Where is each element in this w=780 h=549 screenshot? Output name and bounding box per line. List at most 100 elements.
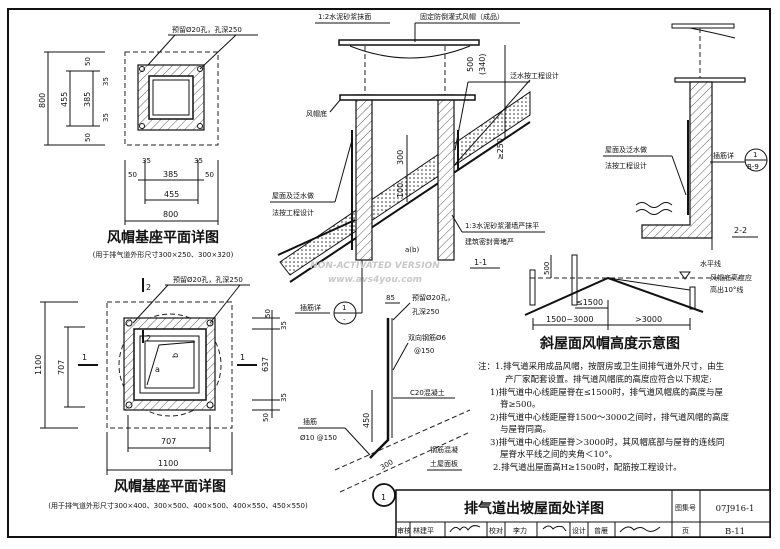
- drawing-label: B-9: [747, 163, 759, 171]
- drawing-label: 插筋详: [713, 151, 734, 160]
- drawing-label: 插筋详: [300, 303, 321, 312]
- drawing-label: 审核: [397, 526, 411, 535]
- label-vent-cap: 固定防倒灌式风帽（成品）: [420, 12, 504, 21]
- note-line: 屋脊水平线之间的夹角＜10°。: [500, 449, 617, 460]
- drawing-label: 1100: [158, 459, 178, 468]
- note-line: 与屋脊同高。: [500, 424, 551, 435]
- note-line: 注：1.排气道采用成品风帽，按厨房或卫生间排气道外尺寸，由生: [478, 361, 725, 372]
- watermark-url: www.avs4you.com: [328, 275, 422, 285]
- plan-large-title: 风帽基座平面详图: [114, 478, 226, 495]
- drawing-label: 设计: [572, 526, 586, 535]
- note-line: 2.排气道出屋面高H≥1500时，配筋按工程设计。: [493, 462, 682, 473]
- section-1-1: 1:2水泥砂浆抹面 固定防倒灌式风帽（成品） 风帽底 泛水按工程设计 屋面及泛水…: [270, 12, 559, 325]
- drawing-label: 1500~3000: [546, 315, 593, 324]
- plan-small-subtitle: (用于排气道外形尺寸300×250、300×320): [93, 250, 234, 259]
- page-number: B-11: [725, 527, 745, 537]
- dim-800: 800: [38, 93, 47, 108]
- roof-diagram-title: 斜屋面风帽高度示意图: [539, 335, 680, 352]
- atlas-number: 07J916-1: [716, 504, 755, 514]
- drawing-label: 35: [194, 157, 203, 165]
- plan-outline-dashed: [124, 51, 219, 146]
- hole-note: 预留Ø20孔，孔深250: [172, 25, 242, 34]
- plan-outline-dashed: [106, 301, 233, 429]
- drawing-label: 500: [543, 262, 551, 275]
- drawing-label: 双向钢筋Ø6: [408, 333, 447, 342]
- drawing-label: 50: [128, 171, 137, 179]
- drawing-label: (340): [478, 53, 487, 75]
- drawing-label: 水平线: [700, 259, 721, 268]
- roof-height-diagram: 500 水平线 风帽底高度应 高出10°线 ≤1500 1500~3000 >3…: [524, 254, 752, 352]
- drawing-label: 35: [280, 321, 288, 330]
- detail-1: 85 预留Ø20孔， 孔深250 双向钢筋Ø6 @150 C20混凝土 插筋 Ø…: [298, 293, 471, 507]
- drawing-label: 1:3水泥砂浆灌墙严抹平: [465, 221, 539, 230]
- dim-455: 455: [60, 92, 69, 107]
- drawing-label: 孔深250: [412, 307, 439, 316]
- section-title-2-2: 2-2: [734, 226, 747, 235]
- drawing-label: 屋面及泛水做: [272, 191, 314, 200]
- drawing-label: 校对: [489, 526, 503, 535]
- note-line: 2)排气道中心线距屋脊1500～3000之间时，排气道风帽的高度: [490, 412, 729, 423]
- drawing-label: 300: [379, 458, 395, 472]
- reviewer-signature: [449, 525, 481, 533]
- dim-35: 35: [102, 77, 110, 86]
- drawing-label: 风帽底高度应: [710, 273, 752, 282]
- drawing-label: 455: [164, 190, 179, 199]
- dim-50: 50: [84, 57, 92, 66]
- drawing-label: @150: [414, 347, 434, 355]
- section-title-1-1: 1-1: [474, 258, 487, 267]
- drawing-label: 李力: [513, 526, 527, 535]
- drawing-label: Ø10 @150: [300, 434, 337, 442]
- sheet-frame: [7, 8, 771, 538]
- drawing-label: 屋面及泛水做: [605, 145, 647, 154]
- detail-marker-circle: [372, 483, 396, 507]
- watermark: NON-ACTIVATED VERSION: [310, 261, 440, 271]
- drawing-label: 385: [163, 170, 178, 179]
- section-mark-1: 1: [82, 353, 87, 362]
- designer-signature: [619, 526, 661, 533]
- drawing-label: C20混凝土: [410, 388, 445, 397]
- drawing-label: 法按工程设计: [605, 161, 647, 170]
- drawing-label: 1: [753, 151, 757, 159]
- drawing-label: 100: [396, 183, 405, 198]
- drawing-label: 35: [280, 393, 288, 402]
- drawing-label: 高出10°线: [710, 285, 743, 294]
- detail-marker: 1: [381, 493, 386, 502]
- sheet-title: 排气道出坡屋面处详图: [464, 500, 604, 517]
- drawing-label: 林建平: [413, 526, 434, 535]
- drawing-label: 2: [146, 283, 151, 292]
- drawing-label: 泛水按工程设计: [510, 71, 559, 80]
- drawing-label: 曾雁: [594, 526, 608, 535]
- plan-large-subtitle: (用于排气道外形尺寸300×400、300×500、400×500、400×55…: [48, 501, 308, 510]
- ab-label: a(b): [405, 246, 419, 254]
- drawing-label: 637: [261, 357, 270, 372]
- drawing-label: 2: [146, 334, 151, 343]
- notes: 注：1.排气道采用成品风帽，按厨房或卫生间排气道外尺寸，由生 产厂家配套设置。排…: [478, 361, 729, 473]
- drawing-label: 风帽底: [306, 109, 327, 118]
- drawing-label: 1100: [34, 355, 43, 375]
- note-line: 3)排气道中心线距屋脊＞3000时，其风帽底部与屋脊的连线同: [490, 437, 724, 448]
- drawing-label: 建筑密封膏堵严: [465, 237, 514, 246]
- drawing-label: -: [343, 316, 346, 324]
- plan-small-title: 风帽基座平面详图: [107, 229, 219, 246]
- drawing-label: 450: [362, 413, 371, 428]
- drawing-label: 707: [57, 360, 66, 375]
- drawing-label: 50: [205, 171, 214, 179]
- drawing-label: 707: [161, 437, 176, 446]
- section-2-2: 屋面及泛水做 法按工程设计 插筋详 1 B-9 2-2: [603, 23, 768, 250]
- drawing-label: 85: [386, 294, 395, 302]
- checker-signature: [542, 525, 567, 532]
- dim-385: 385: [83, 92, 92, 107]
- note-line: 产厂家配套设置。排气道风帽底的高度应符合以下规定:: [505, 374, 712, 385]
- drawing-label: 50: [264, 309, 272, 318]
- drawing-label: 土屋面板: [430, 459, 458, 468]
- drawing-label: 300: [396, 150, 405, 165]
- drawing-label: 页: [682, 527, 689, 535]
- drawing-label: 插筋: [303, 417, 317, 426]
- drawing-label: 图集号: [675, 503, 696, 512]
- dim-35: 35: [102, 113, 110, 122]
- title-block: 排气道出坡屋面处详图 图集号 07J916-1 审核 林建平 校对 李力 设计 …: [395, 489, 771, 538]
- hole-note: 预留Ø20孔，孔深250: [173, 275, 243, 284]
- drawing-label: a: [155, 365, 160, 374]
- drawing-label: >3000: [635, 315, 662, 324]
